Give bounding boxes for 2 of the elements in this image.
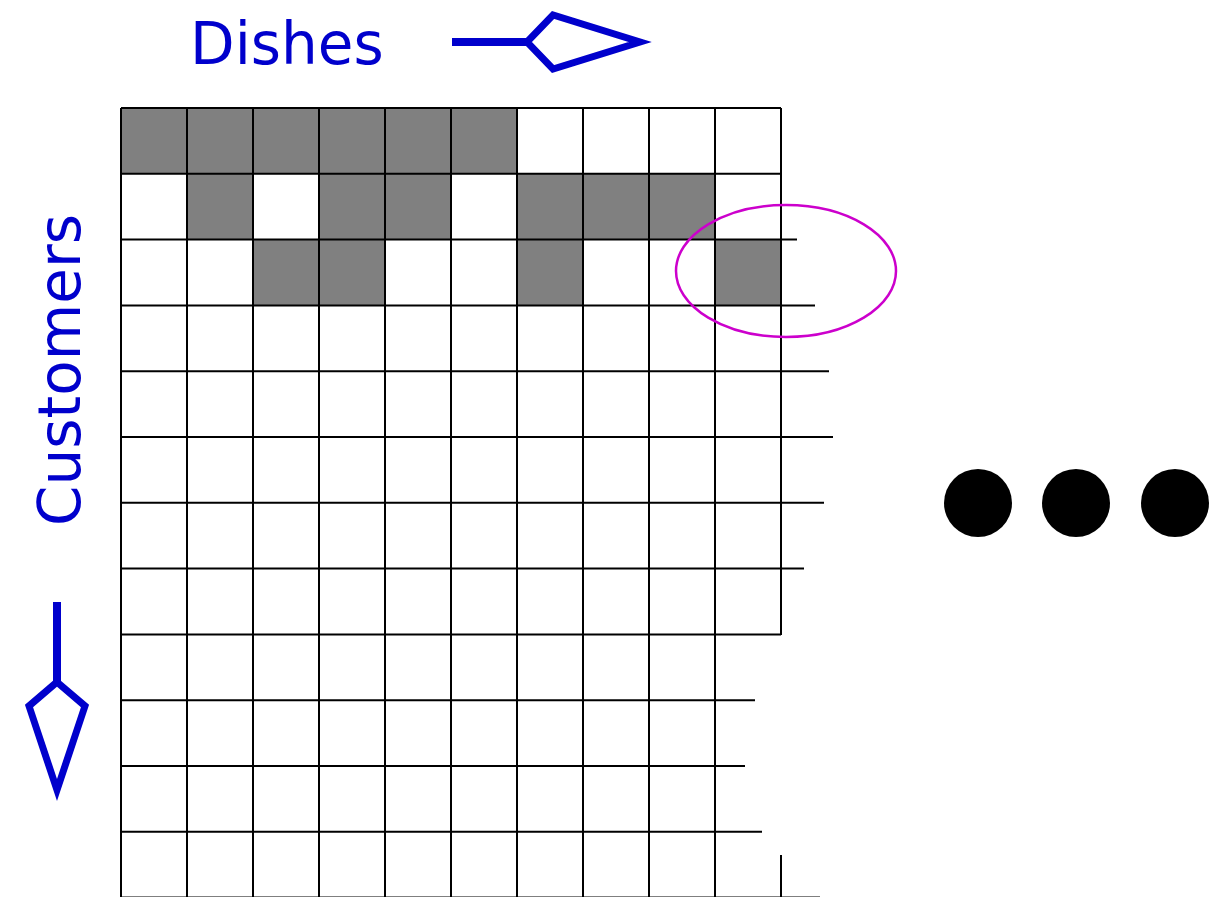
axis-label: Customers bbox=[31, 214, 89, 526]
axis-label: Dishes bbox=[190, 15, 384, 73]
